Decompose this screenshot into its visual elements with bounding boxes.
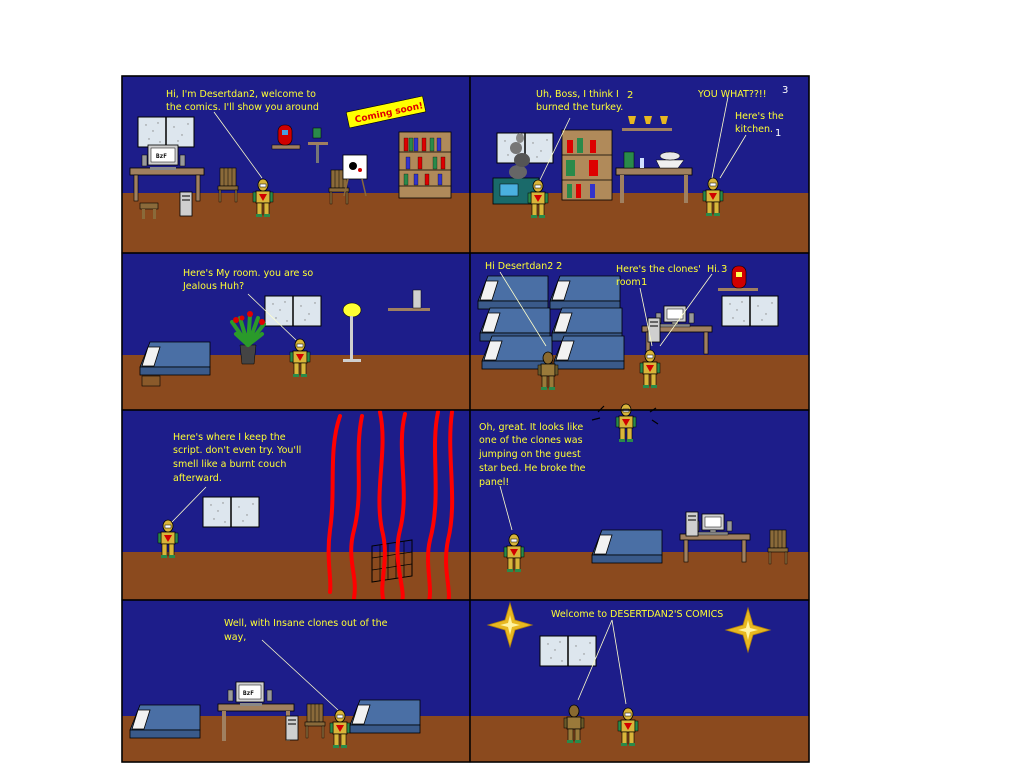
- caption-line: Here's the: [735, 111, 784, 122]
- speaker-number: 1: [641, 277, 647, 288]
- character-clone-falling: [591, 403, 659, 443]
- wall-shelf-helmet: [271, 124, 301, 150]
- caption-line: Welcome to DESERTDAN2'S COMICS: [551, 609, 723, 620]
- panel-1: BzF: [121, 75, 471, 254]
- monitor-label: BzF: [243, 690, 254, 697]
- speaker-number: 1: [775, 128, 781, 139]
- wall-shelf-item: [388, 289, 430, 311]
- smoke: [509, 133, 530, 179]
- panel-4: Hi Desertdan2 2 Here's the clones' room …: [469, 252, 810, 411]
- wall-shelf-helmet: [718, 265, 758, 291]
- caption-line: way,: [224, 632, 246, 643]
- bookshelf: [398, 131, 452, 199]
- caption-line: Here's My room. you are so: [183, 268, 313, 279]
- speaker-number: 2: [627, 90, 633, 101]
- caption-line: panel!: [479, 477, 509, 488]
- caption-line: the comics. I'll show you around: [166, 102, 319, 113]
- guest-bed: [591, 529, 663, 564]
- tower: [179, 191, 193, 217]
- floor-lamp: [342, 302, 362, 362]
- window: [137, 116, 195, 148]
- window: [539, 635, 597, 667]
- caption-line: star bed. He broke the: [479, 463, 586, 474]
- caption-line: Hi, I'm Desertdan2, welcome to: [166, 89, 316, 100]
- caption-line: Here's where I keep the: [173, 432, 286, 443]
- footstool: [139, 202, 159, 219]
- trophies: [622, 116, 672, 131]
- caption-line: Here's the clones': [616, 264, 701, 275]
- monitor-label: BzF: [156, 153, 167, 160]
- panel-borders: [121, 75, 810, 763]
- caption-line: kitchen.: [735, 124, 773, 135]
- lamp-figure: [308, 127, 328, 163]
- caption-line: script. don't even try. You'll: [173, 445, 301, 456]
- window: [264, 295, 322, 327]
- caption-line: afterward.: [173, 473, 222, 484]
- caption-line: Hi.: [707, 264, 720, 275]
- potted-plant: [230, 311, 266, 365]
- bunk-beds-left: [477, 275, 553, 370]
- panel-7: BzF Well, with Insane clones out of the …: [121, 599, 471, 763]
- window: [721, 295, 779, 327]
- pantry-shelf: [561, 129, 613, 201]
- bunk-beds-right: [549, 275, 625, 370]
- treasure-chest: [141, 375, 161, 387]
- tower: [685, 511, 699, 537]
- caption-line: Hi Desertdan2: [485, 261, 553, 272]
- caption-line: burned the turkey.: [536, 102, 623, 113]
- bed: [139, 341, 211, 376]
- caption-line: Uh, Boss, I think I: [536, 89, 619, 100]
- caption-line: jumping on the guest: [478, 449, 581, 460]
- fire-lines: [326, 410, 455, 606]
- panel-8: Welcome to DESERTDAN2'S COMICS: [469, 599, 810, 763]
- caption-line: one of the clones was: [479, 435, 583, 446]
- window: [202, 496, 260, 528]
- kitchen-table: [615, 151, 693, 203]
- bed: [349, 699, 421, 734]
- caption-line: Oh, great. It looks like: [479, 422, 583, 433]
- speaker-number: 2: [556, 261, 562, 272]
- panel-5: Here's where I keep the script. don't ev…: [121, 409, 471, 606]
- tower: [647, 317, 661, 343]
- panel-6: Oh, great. It looks like one of the clon…: [469, 403, 810, 601]
- panel-2: Uh, Boss, I think I 2 burned the turkey.…: [469, 75, 810, 254]
- desk-with-computer: BzF: [129, 144, 205, 202]
- panel-3: Here's My room. you are so Jealous Huh?: [121, 252, 471, 411]
- page-number: 3: [782, 85, 788, 96]
- caption-line: YOU WHAT??!!: [697, 89, 767, 100]
- easel-painting: [342, 154, 368, 197]
- caption-line: Well, with Insane clones out of the: [224, 618, 388, 629]
- caption-line: smell like a burnt couch: [173, 459, 286, 470]
- caption-line: room: [616, 277, 641, 288]
- tower: [285, 715, 299, 741]
- bed: [129, 704, 201, 739]
- caption-line: Jealous Huh?: [182, 281, 244, 292]
- speaker-number: 3: [721, 264, 727, 275]
